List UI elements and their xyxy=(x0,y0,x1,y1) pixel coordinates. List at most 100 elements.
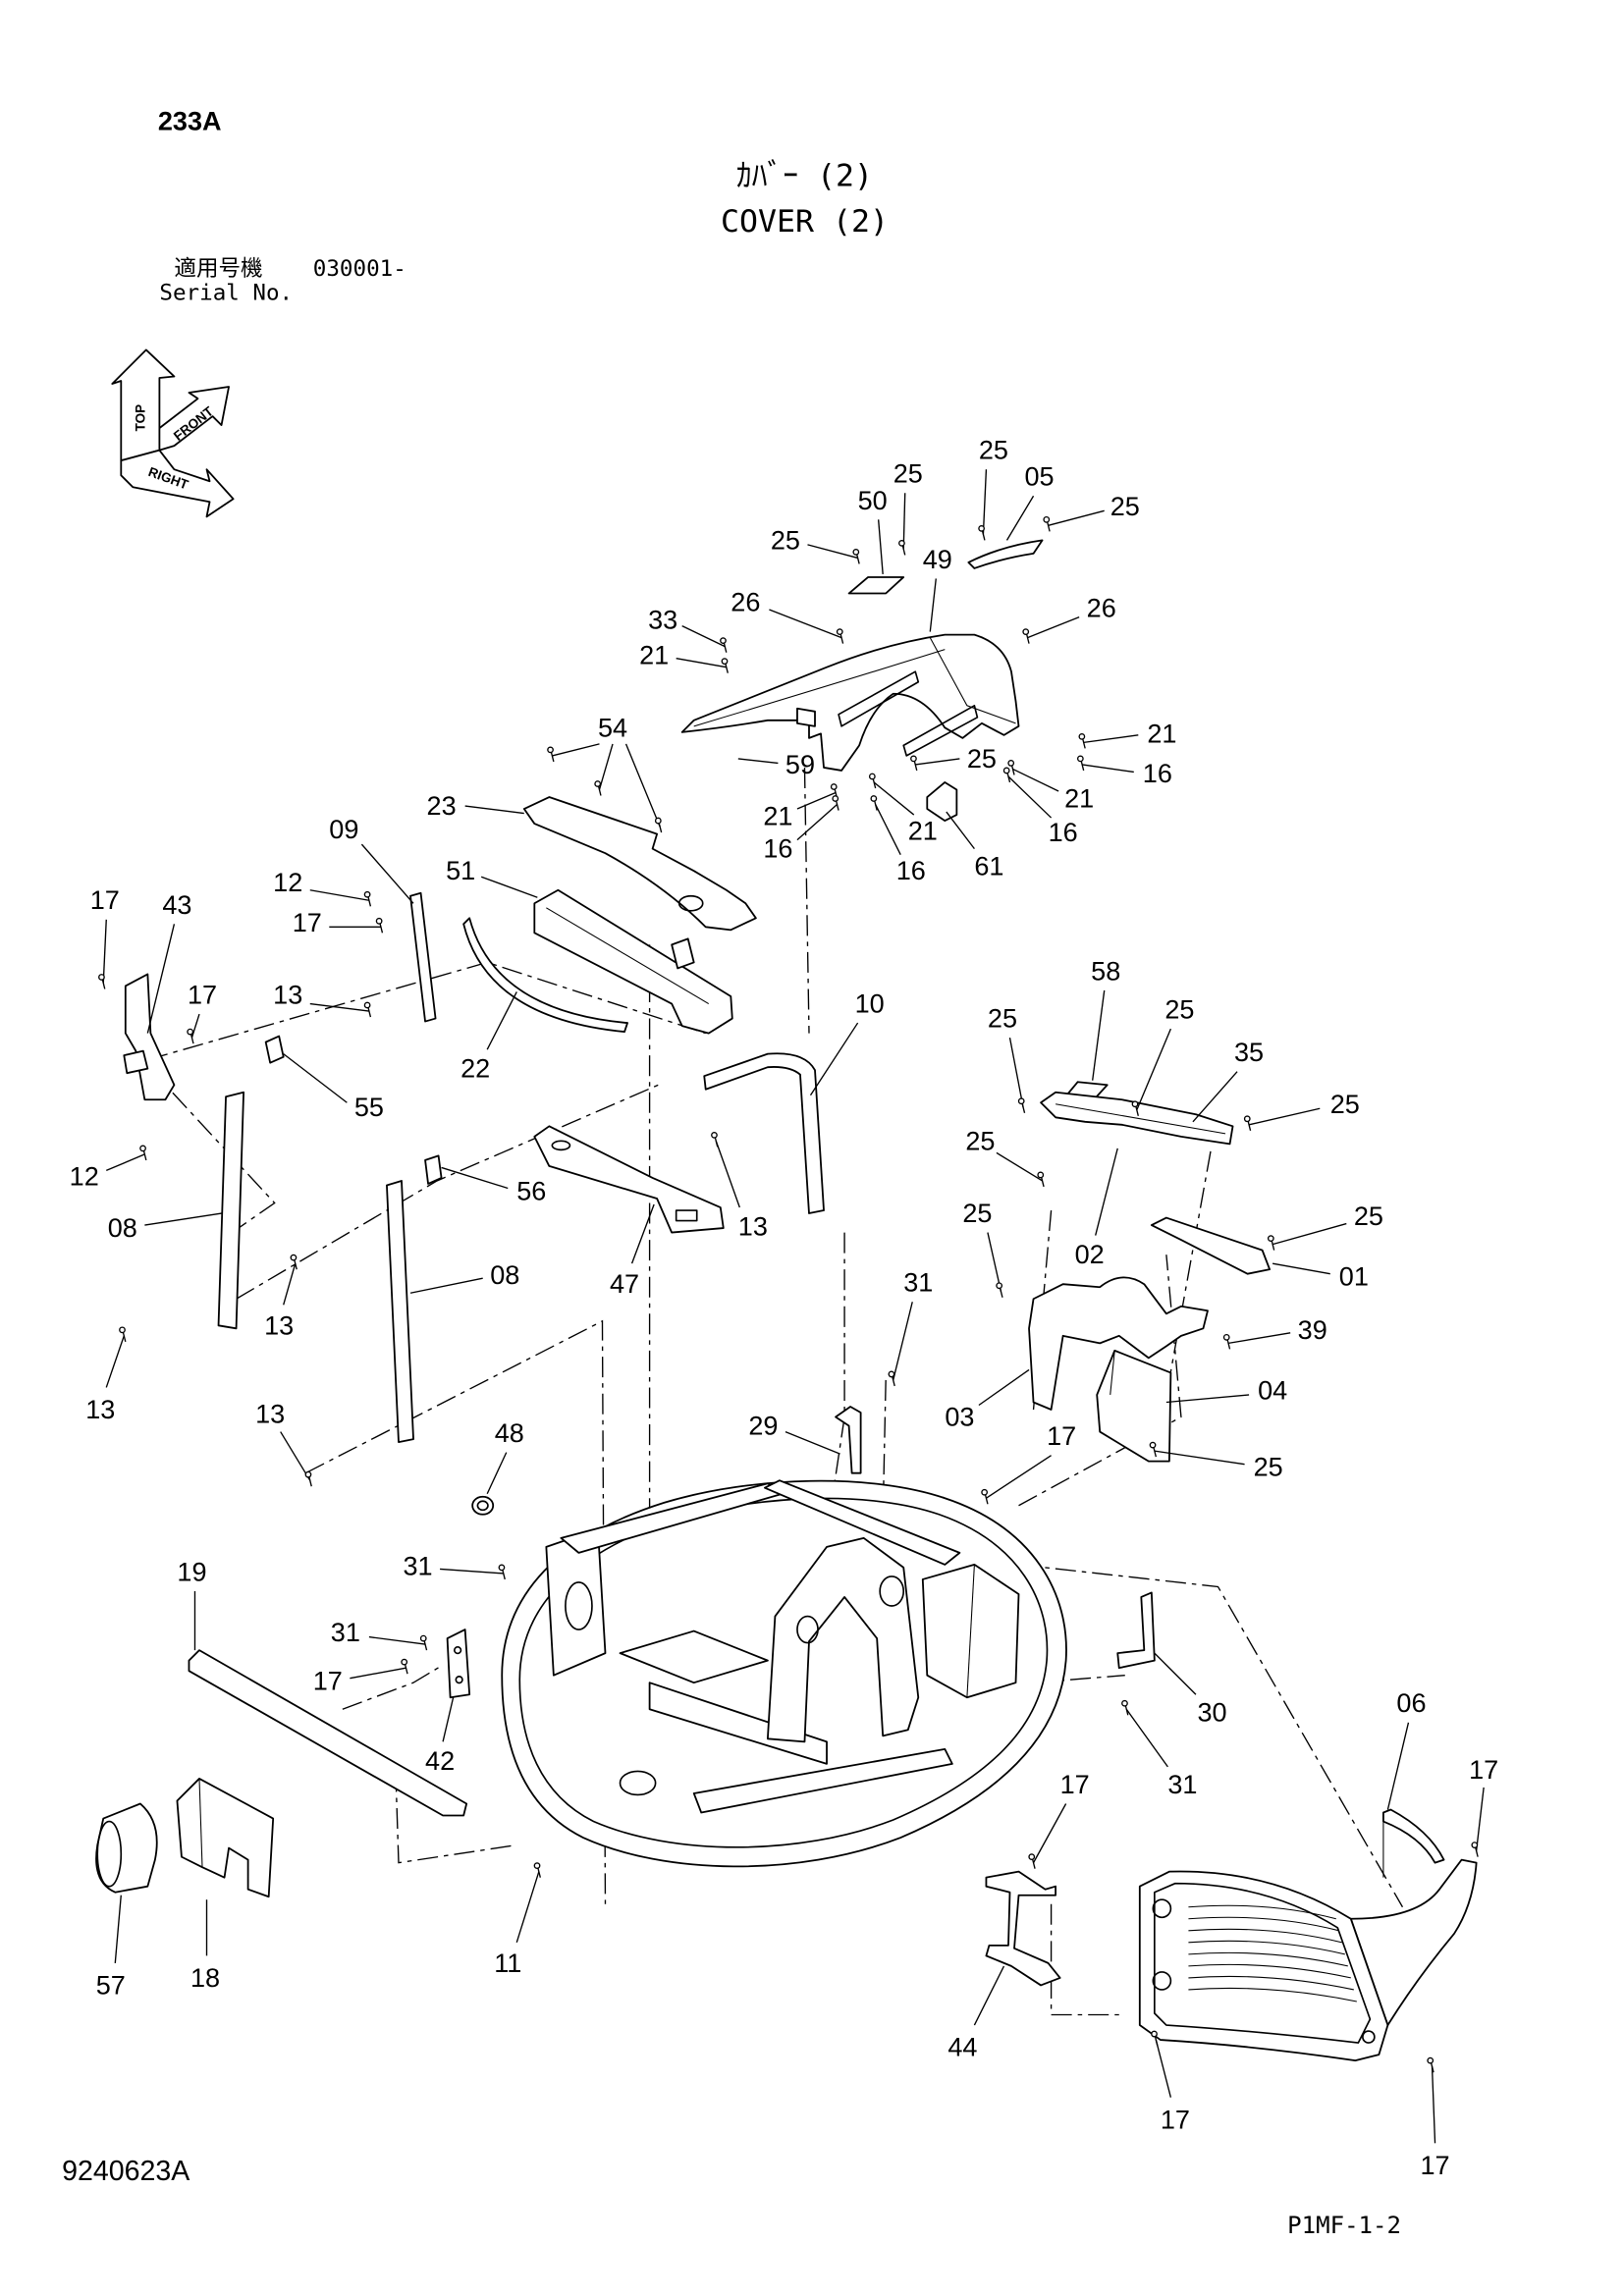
callout-number: 61 xyxy=(974,852,1003,881)
callout-number: 08 xyxy=(490,1260,519,1290)
leader-line xyxy=(630,1203,655,1264)
callout-number: 25 xyxy=(1110,492,1140,521)
leader-line xyxy=(785,1430,840,1455)
curved-seal-strip xyxy=(462,917,628,1033)
title-english: COVER (2) xyxy=(721,204,889,240)
grille-fastener-hole xyxy=(1152,1898,1172,1919)
leader-line xyxy=(440,1568,504,1575)
callout-number: 19 xyxy=(177,1557,206,1586)
leader-line xyxy=(987,1232,1002,1292)
leader-line xyxy=(996,1151,1043,1182)
vertical-stay xyxy=(409,891,437,1023)
side-bracket xyxy=(124,973,176,1101)
fastener-icon xyxy=(119,1326,127,1343)
bracket-hole xyxy=(455,1676,463,1684)
fastener-icon xyxy=(868,773,877,789)
callout-number: 16 xyxy=(896,856,926,885)
callout-number: 17 xyxy=(1420,2151,1449,2180)
callout-number: 56 xyxy=(516,1176,546,1205)
leader-line xyxy=(486,991,517,1050)
leader-line xyxy=(737,758,779,765)
fastener-icon xyxy=(1007,760,1015,775)
callout-number: 16 xyxy=(1143,759,1172,788)
leader-line xyxy=(442,1697,455,1742)
cover-bracket xyxy=(926,781,958,822)
leader-line xyxy=(146,924,176,1034)
leader-line xyxy=(973,1965,1005,2026)
small-plate xyxy=(264,1035,285,1064)
callout-number: 21 xyxy=(908,817,938,846)
leader-line xyxy=(796,791,837,810)
right-cover-group xyxy=(471,1081,1272,1516)
leader-line xyxy=(1165,1394,1250,1404)
support-beam xyxy=(533,888,733,1035)
fastener-icon xyxy=(1151,2030,1159,2047)
leader-line xyxy=(190,1013,200,1039)
callout-number: 42 xyxy=(425,1746,455,1776)
arched-bracket xyxy=(1028,1276,1209,1411)
leader-line xyxy=(309,1002,369,1012)
h-block-edge xyxy=(198,1778,203,1868)
fastener-icon xyxy=(1043,515,1051,532)
beam-edge xyxy=(546,907,710,1004)
fastener-icon xyxy=(910,755,918,772)
frame-center-box xyxy=(619,1629,769,1684)
callout-number: 49 xyxy=(923,545,952,574)
leader-line xyxy=(982,469,988,535)
callout-number: 21 xyxy=(763,802,792,831)
callout-number: 21 xyxy=(1147,719,1176,748)
leader-line xyxy=(480,876,538,898)
callout-number: 48 xyxy=(495,1418,524,1448)
plate-slot xyxy=(675,1209,698,1222)
orientation-top-label: TOP xyxy=(133,404,147,432)
callout-number: 17 xyxy=(313,1667,343,1696)
callout-number: 13 xyxy=(273,980,302,1009)
leader-line xyxy=(1227,1332,1291,1345)
leader-line xyxy=(1005,495,1035,541)
callout-number: 08 xyxy=(108,1213,137,1243)
small-plate xyxy=(424,1154,443,1185)
floor-beam xyxy=(692,1747,953,1814)
fastener-icon xyxy=(888,1370,895,1387)
header: 233A ｶﾊﾞｰ (2) COVER (2) 適用号機 030001- Ser… xyxy=(158,106,889,305)
leader-line xyxy=(676,658,727,668)
callout-number: 31 xyxy=(1167,1770,1197,1799)
fastener-icon xyxy=(1002,767,1011,783)
fastener-icon xyxy=(375,917,384,934)
fastener-icon xyxy=(898,540,906,556)
leader-line xyxy=(1154,1450,1245,1466)
floor-plate xyxy=(533,1125,725,1234)
callout-number: 30 xyxy=(1197,1697,1226,1727)
leader-line xyxy=(1192,1071,1238,1123)
callout-number: 25 xyxy=(893,459,923,489)
callout-number: 13 xyxy=(255,1400,285,1429)
fastener-icon xyxy=(1078,732,1086,749)
fastener-icon xyxy=(1028,1853,1036,1869)
callout-number: 31 xyxy=(403,1551,432,1580)
callout-number: 47 xyxy=(610,1269,639,1299)
callout-number: 21 xyxy=(639,641,669,670)
callout-number: 25 xyxy=(1254,1453,1283,1482)
fastener-icon xyxy=(1121,1699,1129,1716)
plate-hole xyxy=(551,1140,571,1151)
callout-number: 55 xyxy=(354,1093,384,1122)
fastener-icon xyxy=(836,628,844,644)
leader-line xyxy=(1083,734,1139,744)
leader-line xyxy=(1154,1652,1197,1695)
fastener-icon xyxy=(1017,1097,1026,1113)
page-reference: P1MF-1-2 xyxy=(1287,2212,1401,2239)
leader-line xyxy=(1032,1803,1067,1863)
callout-number: 50 xyxy=(858,486,888,515)
fastener-icon xyxy=(721,658,729,673)
fastener-icon xyxy=(832,795,839,811)
callout-number: 16 xyxy=(1049,818,1078,847)
callout-number: 17 xyxy=(1047,1421,1076,1451)
upper-cover-panel xyxy=(680,633,1020,772)
callout-number: 43 xyxy=(162,890,191,920)
callout-number: 06 xyxy=(1396,1688,1426,1718)
boom-pin-hole xyxy=(796,1615,819,1644)
fastener-icon xyxy=(870,795,878,811)
assembly-line xyxy=(147,961,706,1061)
leader-line xyxy=(1475,1787,1485,1851)
leader-line xyxy=(1272,1222,1347,1246)
